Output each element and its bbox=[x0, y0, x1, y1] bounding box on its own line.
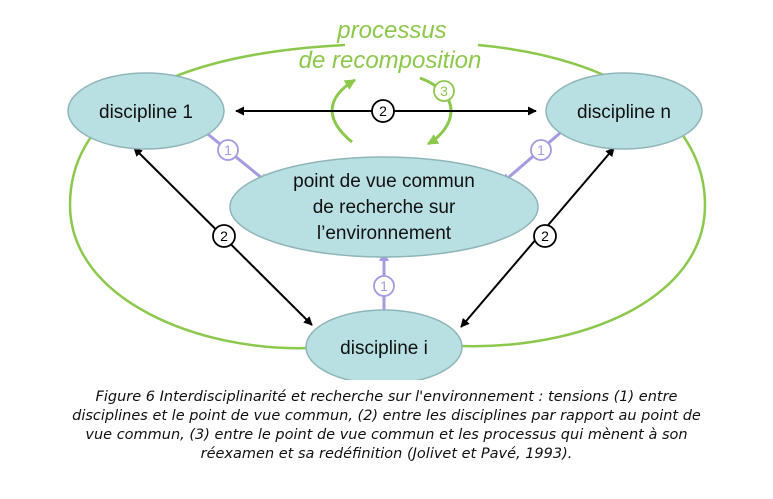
node-discipline-i-label: discipline i bbox=[340, 338, 428, 359]
node-discipline-i: discipline i bbox=[305, 309, 463, 380]
figure-caption: Figure 6 Interdisciplinarité et recherch… bbox=[40, 388, 733, 464]
node-discipline-n: discipline n bbox=[545, 72, 703, 150]
common-label-line3: l’environnement bbox=[317, 223, 452, 244]
badge-2-left: 2 bbox=[212, 224, 236, 248]
common-label-line1: point de vue commun bbox=[293, 171, 475, 192]
badge-1-right: 1 bbox=[530, 139, 552, 161]
svg-text:2: 2 bbox=[541, 228, 549, 244]
recomposition-loop bbox=[68, 43, 707, 350]
caption-line: vue commun, (3) entre le point de vue co… bbox=[85, 427, 688, 443]
svg-text:1: 1 bbox=[224, 142, 232, 158]
svg-text:3: 3 bbox=[440, 83, 448, 99]
caption-line: Figure 6 Interdisciplinarité et recherch… bbox=[95, 389, 678, 405]
svg-text:1: 1 bbox=[380, 278, 388, 294]
caption-line: disciplines et le point de vue commun, (… bbox=[72, 408, 701, 424]
node-discipline-1-label: discipline 1 bbox=[99, 102, 193, 123]
interdisciplinarity-diagram: processus de recomposition discipline 1 … bbox=[67, 17, 707, 380]
node-discipline-n-label: discipline n bbox=[577, 102, 671, 123]
svg-text:2: 2 bbox=[220, 228, 228, 244]
common-label-line2: de recherche sur bbox=[313, 197, 456, 218]
process-label-line2: de recomposition bbox=[299, 47, 482, 74]
badge-3: 3 bbox=[433, 80, 455, 102]
badge-1-bottom: 1 bbox=[373, 275, 395, 297]
badge-2-top: 2 bbox=[371, 99, 395, 123]
badge-2-right: 2 bbox=[533, 224, 557, 248]
process-label-line1: processus bbox=[336, 17, 446, 44]
badge-1-left: 1 bbox=[217, 139, 239, 161]
caption-line: réexamen et sa redéfinition (Jolivet et … bbox=[200, 446, 573, 462]
svg-text:1: 1 bbox=[537, 142, 545, 158]
node-common-viewpoint: point de vue commun de recherche sur l’e… bbox=[229, 156, 539, 258]
svg-text:2: 2 bbox=[379, 103, 387, 119]
node-discipline-1: discipline 1 bbox=[67, 72, 225, 150]
